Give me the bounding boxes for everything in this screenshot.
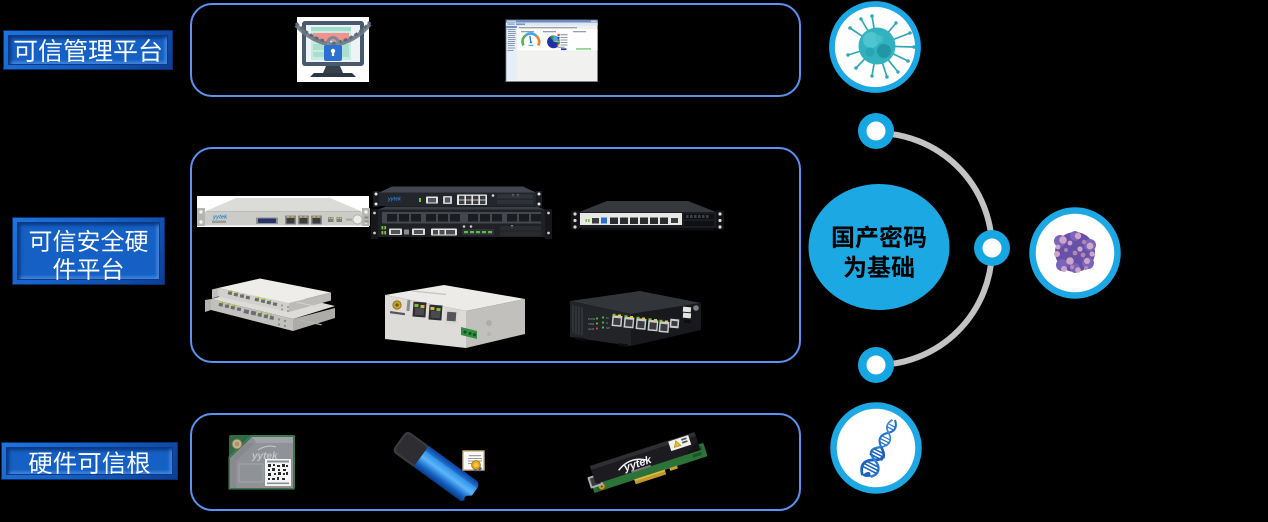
svg-text:ALM: ALM <box>588 327 595 331</box>
svg-text:TOR: TOR <box>588 322 595 326</box>
svg-text:yytek: yytek <box>212 215 228 221</box>
svg-text:S: S <box>606 321 608 325</box>
svg-text:SP: SP <box>606 326 610 330</box>
svg-text:yytek: yytek <box>251 451 278 462</box>
svg-text:POW: POW <box>588 317 595 321</box>
svg-text:M: M <box>606 316 609 320</box>
svg-text:yytek: yytek <box>387 197 401 203</box>
